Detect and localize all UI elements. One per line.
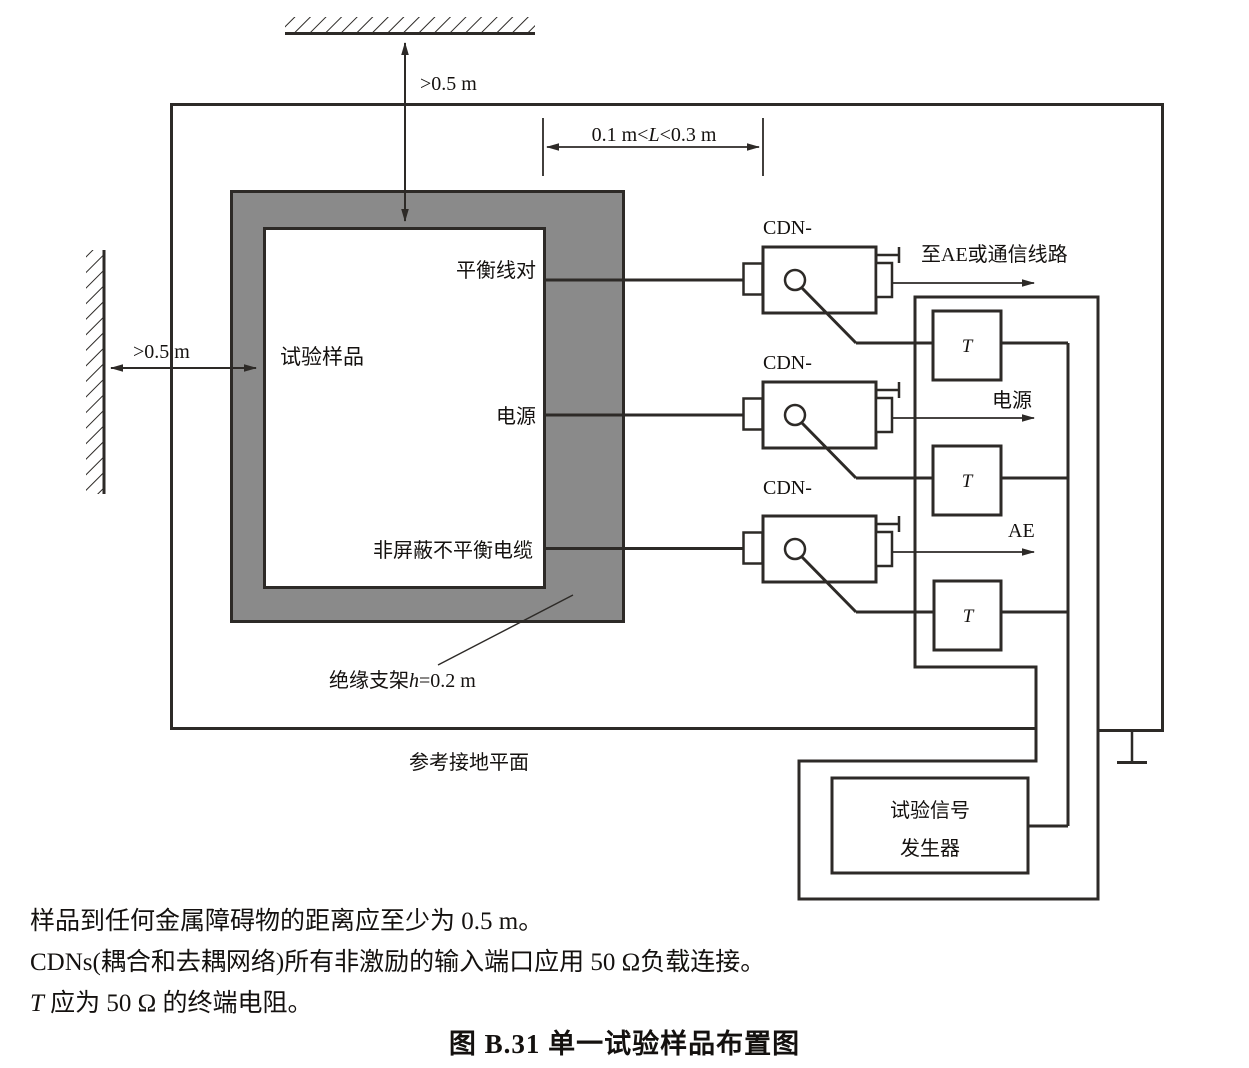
cable-dim-post: <0.3 m [660, 124, 717, 146]
note-1: 样品到任何金属障碍物的距离应至少为 0.5 m。 [30, 901, 765, 942]
cdn1-box [761, 245, 878, 315]
generator-box [830, 776, 1030, 875]
left-wall-hatch [86, 250, 103, 494]
port-power-label: 电源 [496, 405, 536, 428]
cdn2-switch-node [783, 403, 807, 427]
eut-label: 试验样品 [280, 345, 364, 369]
ground-plane-boundary [170, 103, 1164, 732]
cdn2-label: CDN- [763, 352, 812, 374]
output-ae-label: AE [1008, 520, 1035, 542]
support-label: 绝缘支架h=0.2 m [329, 669, 476, 692]
cdn1-switch-node [783, 268, 807, 292]
cdn3-left-port [742, 531, 764, 565]
cdn2-right-port [874, 396, 894, 434]
port-unshielded-label: 非屏蔽不平衡电缆 [373, 539, 533, 562]
note-3: T 应为 50 Ω 的终端电阻。 [30, 983, 765, 1024]
cable-dim-pre: 0.1 m< [592, 124, 649, 146]
cdn1-right-port [874, 261, 894, 299]
support-label-post: =0.2 m [419, 670, 476, 692]
t2-label: T [962, 471, 974, 492]
cdn3-switch-line [800, 555, 858, 614]
cable-dim-label: 0.1 m<L<0.3 m [592, 124, 717, 146]
test-setup-diagram: 试验样品 >0.5 m >0.5 m 0.1 m<L<0.3 m 平衡线对 电源… [86, 17, 1164, 901]
generator-label-line1: 试验信号 [890, 799, 970, 822]
support-label-var: h [409, 670, 419, 692]
figure-notes: 样品到任何金属障碍物的距离应至少为 0.5 m。 CDNs(耦合和去耦网络)所有… [30, 901, 765, 1024]
eut-box [263, 227, 546, 589]
t3-label: T [963, 606, 975, 627]
t1-label: T [962, 336, 974, 357]
cdn3-box [761, 514, 878, 584]
output-power-label: 电源 [992, 389, 1032, 412]
cdn2-box [761, 380, 878, 450]
top-wall-hatch [285, 17, 535, 32]
cdn2-switch-line [800, 421, 858, 480]
note-3-var: T [30, 990, 44, 1017]
cdn2-left-port [742, 397, 764, 431]
coax-cable-loop [797, 295, 1100, 901]
note-2-text: CDNs(耦合和去耦网络)所有非激励的输入端口应用 50 Ω负载连接。 [30, 949, 766, 976]
left-clearance-label: >0.5 m [133, 341, 190, 363]
generator-label-line2: 发生器 [900, 837, 960, 860]
top-clearance-label: >0.5 m [420, 73, 477, 95]
support-leader-line [437, 594, 574, 666]
cdn3-switch-node [783, 537, 807, 561]
note-2: CDNs(耦合和去耦网络)所有非激励的输入端口应用 50 Ω负载连接。 [30, 942, 765, 983]
cdn3-label: CDN- [763, 477, 812, 499]
cdn1-switch-line [800, 286, 858, 345]
t2-box [931, 444, 1003, 517]
port-balanced-label: 平衡线对 [456, 259, 536, 282]
t1-box [931, 309, 1003, 382]
support-label-pre: 绝缘支架 [329, 669, 409, 692]
figure-title: 图 B.31 单一试验样品布置图 [448, 1029, 801, 1059]
t3-box [932, 579, 1003, 652]
cdn1-label: CDN- [763, 217, 812, 239]
note-3-text: 应为 50 Ω 的终端电阻。 [43, 990, 313, 1017]
cdn3-right-port [874, 530, 894, 568]
note-1-text: 样品到任何金属障碍物的距离应至少为 0.5 m。 [30, 908, 544, 935]
output-to-ae-label: 至AE或通信线路 [921, 243, 1068, 266]
cdn1-left-port [742, 262, 764, 296]
cable-dim-var: L [647, 124, 659, 146]
ground-plane-label: 参考接地平面 [409, 751, 529, 774]
